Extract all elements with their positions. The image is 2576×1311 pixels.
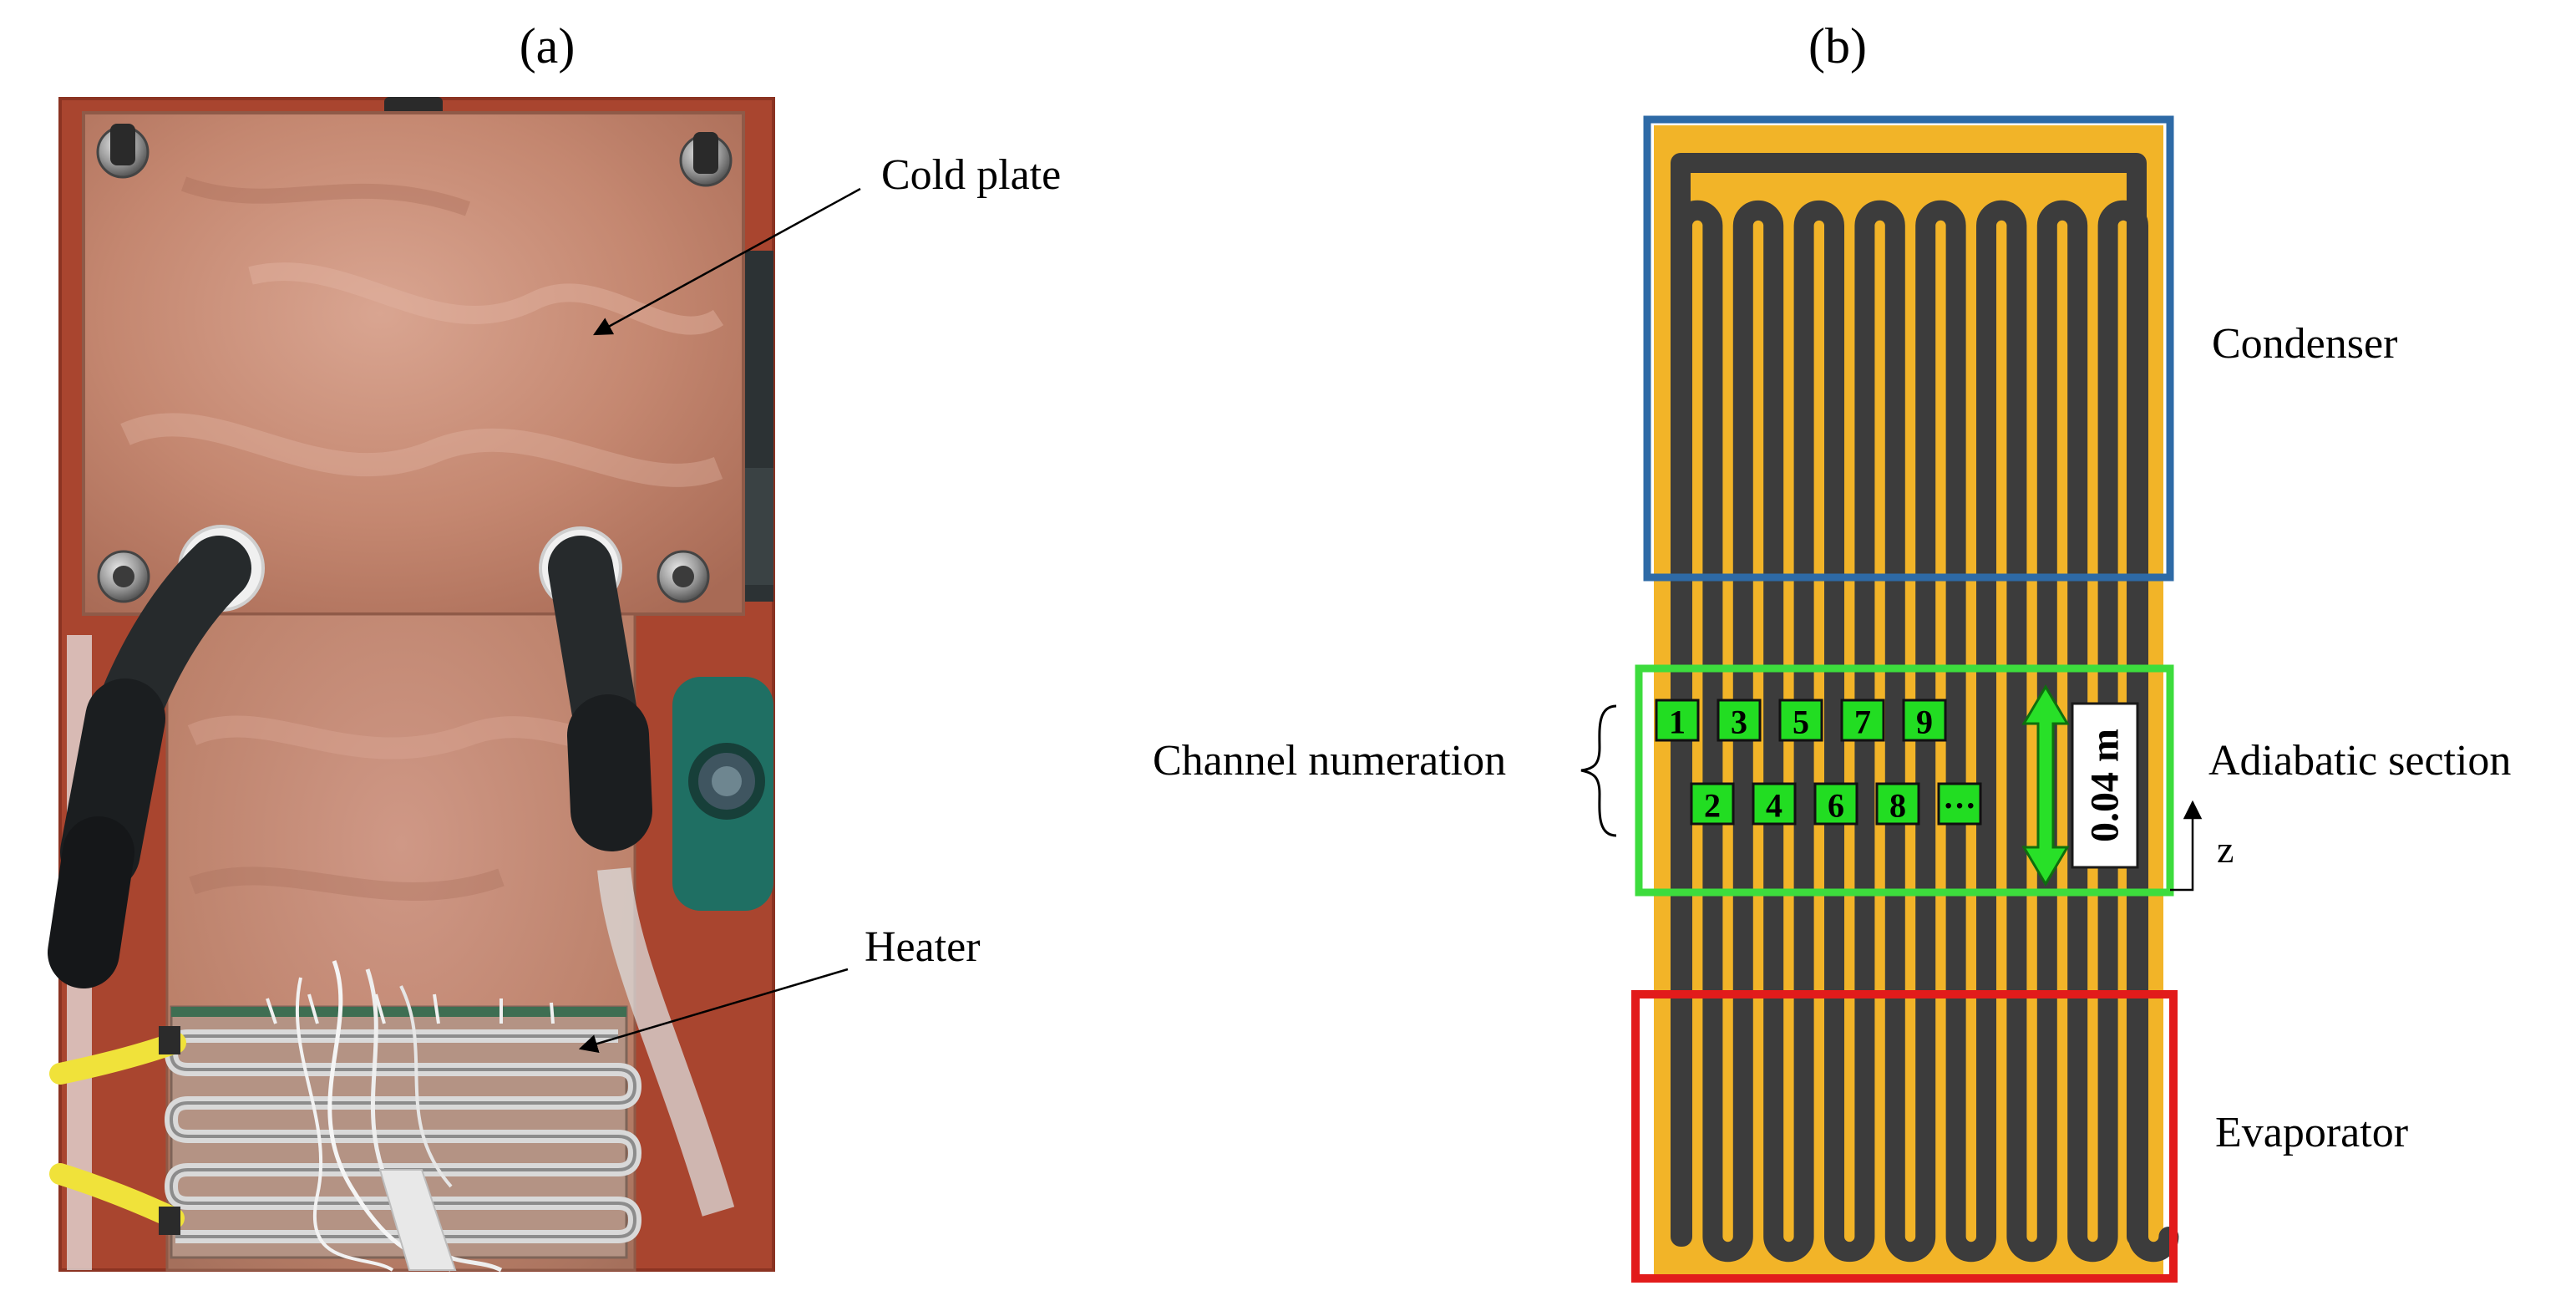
channel-number: 6 [1828, 787, 1844, 825]
cold-plate [84, 113, 743, 614]
condenser-box [1643, 115, 2174, 582]
photo [48, 97, 775, 1273]
up-arrow-icon [2170, 800, 2203, 892]
channel-number: 1 [1669, 704, 1686, 741]
channel-marker [1937, 782, 1982, 826]
channel-marker [1716, 699, 1762, 742]
length-label: 0.04 m [2083, 729, 2127, 842]
length-box [2071, 702, 2139, 869]
panel-b-label: (b) [1808, 18, 1867, 74]
channel-number: ··· [1943, 787, 1976, 825]
adiabatic-box [1635, 664, 2174, 897]
channel-marker [1840, 699, 1885, 742]
channel-marker [1655, 699, 1700, 742]
channel-number: 7 [1854, 704, 1871, 741]
double-arrow-icon [2021, 684, 2070, 887]
channel-marker [1813, 782, 1858, 826]
heater [165, 960, 641, 1273]
channel-number: 3 [1731, 704, 1747, 741]
channel-numeration-label: Channel numeration [1153, 737, 1506, 785]
channel-marker [1778, 699, 1823, 742]
bolt-icon [657, 550, 710, 603]
panel-a-label: (a) [520, 18, 576, 74]
cold-plate-label: Cold plate [881, 151, 1061, 199]
curly-brace-icon [1580, 704, 1617, 837]
channel-number: 4 [1766, 787, 1782, 825]
heater-arrow [578, 968, 849, 1054]
bolt-icon [679, 132, 733, 187]
channel-number: 2 [1704, 787, 1721, 825]
panel-b: (b) 1 3 5 7 9 2 4 6 8 ··· 0.04 m z Channel numer… [1153, 18, 2511, 1283]
channel-marker [1690, 782, 1735, 826]
channel-number: 5 [1793, 704, 1809, 741]
heater-label: Heater [865, 923, 981, 971]
evaporator-box [1631, 990, 2178, 1283]
channel-number: 8 [1889, 787, 1906, 825]
panel-a: (a) [48, 18, 1061, 1273]
z-axis-label: z [2217, 828, 2234, 871]
cold-plate-arrow [593, 187, 861, 336]
channel-markers-bottom: 2 4 6 8 ··· [1690, 782, 1982, 826]
channel-marker [1902, 699, 1947, 742]
condenser-label: Condenser [2212, 320, 2397, 368]
evaporator-label: Evaporator [2215, 1109, 2408, 1156]
channel-markers-top: 1 3 5 7 9 [1655, 699, 1947, 742]
bolt-icon [96, 124, 150, 179]
adiabatic-label: Adiabatic section [2208, 737, 2511, 785]
hose-fitting-icon [48, 525, 265, 988]
channel-number: 9 [1916, 704, 1933, 741]
hose-fitting-icon [539, 526, 735, 1217]
channel-marker [1752, 782, 1797, 826]
bolt-icon [97, 550, 150, 603]
channel-marker [1875, 782, 1920, 826]
